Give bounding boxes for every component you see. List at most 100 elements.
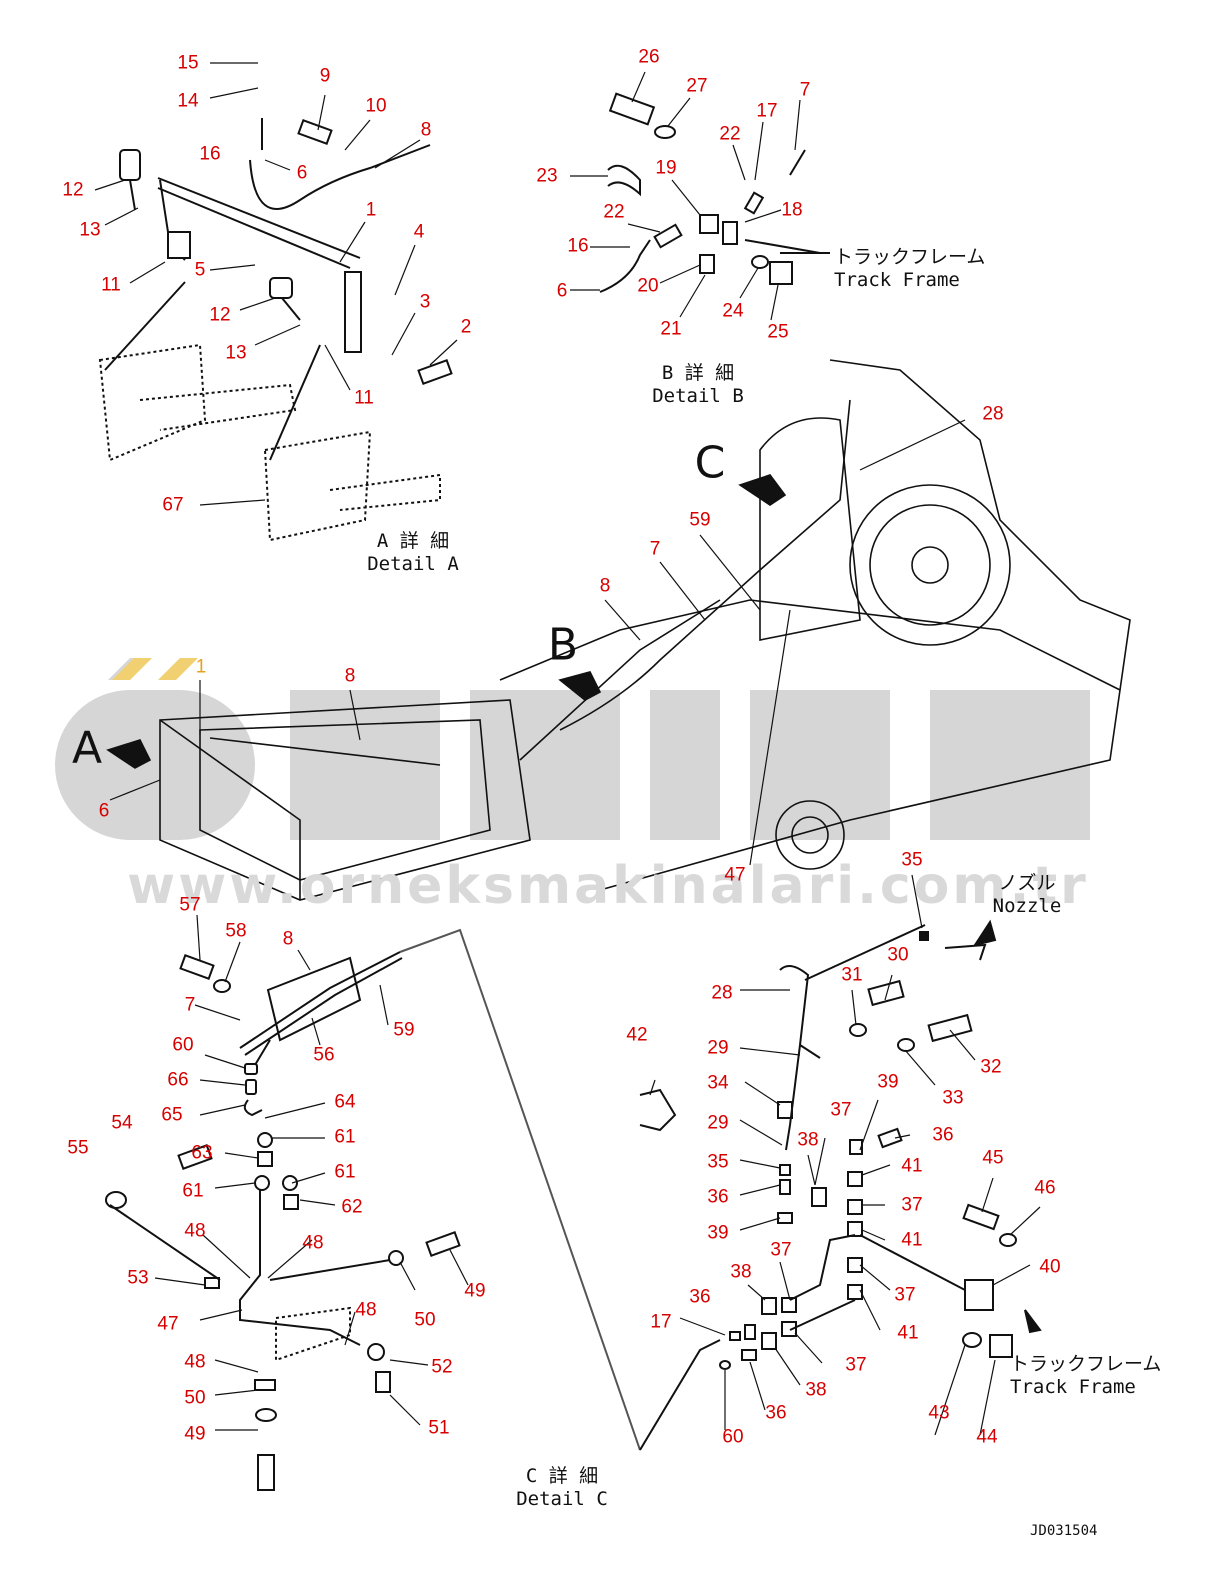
- callout: 36: [765, 1402, 787, 1424]
- callout: 23: [536, 165, 558, 187]
- callout: 37: [845, 1354, 867, 1376]
- callout: 33: [942, 1087, 964, 1109]
- callout: 11: [101, 274, 121, 296]
- callout: 20: [637, 275, 659, 297]
- callout: 6: [98, 800, 110, 822]
- callout: 29: [707, 1112, 729, 1134]
- callout: 50: [414, 1309, 436, 1331]
- callout: 8: [420, 119, 432, 141]
- callout: 31: [841, 964, 863, 986]
- callout: 4: [413, 221, 425, 243]
- callout: 63: [191, 1142, 213, 1164]
- callout: 37: [894, 1284, 916, 1306]
- callout: 34: [707, 1072, 729, 1094]
- detail-c-right-sketch: [639, 252, 1042, 1451]
- callout: 1: [365, 199, 377, 221]
- callout: 28: [982, 403, 1004, 425]
- callout: 47: [724, 864, 746, 886]
- callout: 66: [167, 1069, 189, 1091]
- callout: 62: [341, 1196, 363, 1218]
- callout: 1: [195, 656, 207, 678]
- view-letter-b: B: [547, 619, 579, 671]
- callout: 6: [556, 280, 568, 302]
- callout: 10: [365, 95, 387, 117]
- callout: 49: [184, 1423, 206, 1445]
- callout: 38: [805, 1379, 827, 1401]
- callout: 27: [686, 75, 708, 97]
- callout: 26: [638, 46, 660, 68]
- callout: 42: [626, 1024, 648, 1046]
- note-track-frame-2: トラックフレーム Track Frame: [1010, 1353, 1162, 1398]
- callout: 8: [599, 575, 611, 597]
- callout: 43: [928, 1402, 950, 1424]
- callout: 19: [655, 157, 677, 179]
- note-nozzle: ノズル Nozzle: [992, 872, 1062, 917]
- callout: 9: [319, 65, 331, 87]
- callout: 46: [1034, 1177, 1056, 1199]
- callout: 36: [932, 1124, 954, 1146]
- callout: 41: [897, 1322, 919, 1344]
- callout: 16: [199, 143, 221, 165]
- callout: 28: [711, 982, 733, 1004]
- callout: 24: [722, 300, 744, 322]
- callout: 15: [177, 52, 199, 74]
- callout: 54: [111, 1112, 133, 1134]
- callout: 61: [182, 1180, 204, 1202]
- callout: 47: [157, 1313, 179, 1335]
- callout: 37: [830, 1099, 852, 1121]
- detail-c-left-sketch: [105, 928, 641, 1491]
- callout: 45: [982, 1147, 1004, 1169]
- callout: 64: [334, 1091, 356, 1113]
- callout: 65: [161, 1104, 183, 1126]
- callout: 8: [282, 928, 294, 950]
- callout: 58: [225, 920, 247, 942]
- callout: 41: [901, 1155, 923, 1177]
- callout: 60: [722, 1426, 744, 1448]
- detail-a-title: A 詳 細 Detail A: [367, 530, 459, 575]
- note-track-frame-1: トラックフレーム Track Frame: [834, 246, 986, 291]
- callout: 57: [179, 894, 201, 916]
- callout: 5: [194, 259, 206, 281]
- callout: 7: [799, 79, 811, 101]
- machine-sketch: [106, 359, 1131, 901]
- drawing-code: JD031504: [1030, 1523, 1098, 1539]
- detail-b-sketch: [599, 92, 821, 293]
- callout: 29: [707, 1037, 729, 1059]
- callout: 17: [756, 100, 778, 122]
- callout: 49: [464, 1280, 486, 1302]
- view-letter-a: A: [71, 722, 103, 774]
- callout: 48: [302, 1232, 324, 1254]
- callout: 7: [649, 538, 661, 560]
- callout: 12: [62, 179, 84, 201]
- callout: 8: [344, 665, 356, 687]
- callout: 41: [901, 1229, 923, 1251]
- view-letter-c: C: [694, 437, 726, 489]
- callout: 61: [334, 1161, 356, 1183]
- callout: 53: [127, 1267, 149, 1289]
- callout: 30: [887, 944, 909, 966]
- callout: 3: [419, 291, 431, 313]
- callout: 7: [184, 994, 196, 1016]
- watermark-url: www.orneksmakinalari.com.tr: [127, 856, 1089, 916]
- callout: 39: [707, 1222, 729, 1244]
- callout: 12: [209, 304, 231, 326]
- callout: 61: [334, 1126, 356, 1148]
- callout: 35: [901, 849, 923, 871]
- callout: 37: [901, 1194, 923, 1216]
- detail-c-title: C 詳 細 Detail C: [516, 1465, 608, 1510]
- callout: 55: [67, 1137, 89, 1159]
- callout: 36: [707, 1186, 729, 1208]
- leader-lines: [94, 62, 1041, 1436]
- callout: 56: [313, 1044, 335, 1066]
- callout: 16: [567, 235, 589, 257]
- callout: 44: [976, 1426, 998, 1448]
- callout: 22: [603, 201, 625, 223]
- callout: 14: [177, 90, 199, 112]
- callout: 67: [162, 494, 184, 516]
- detail-b-title: B 詳 細 Detail B: [652, 362, 744, 407]
- callout: 36: [689, 1286, 711, 1308]
- callout: 59: [689, 509, 711, 531]
- callout: 38: [797, 1129, 819, 1151]
- callout: 50: [184, 1387, 206, 1409]
